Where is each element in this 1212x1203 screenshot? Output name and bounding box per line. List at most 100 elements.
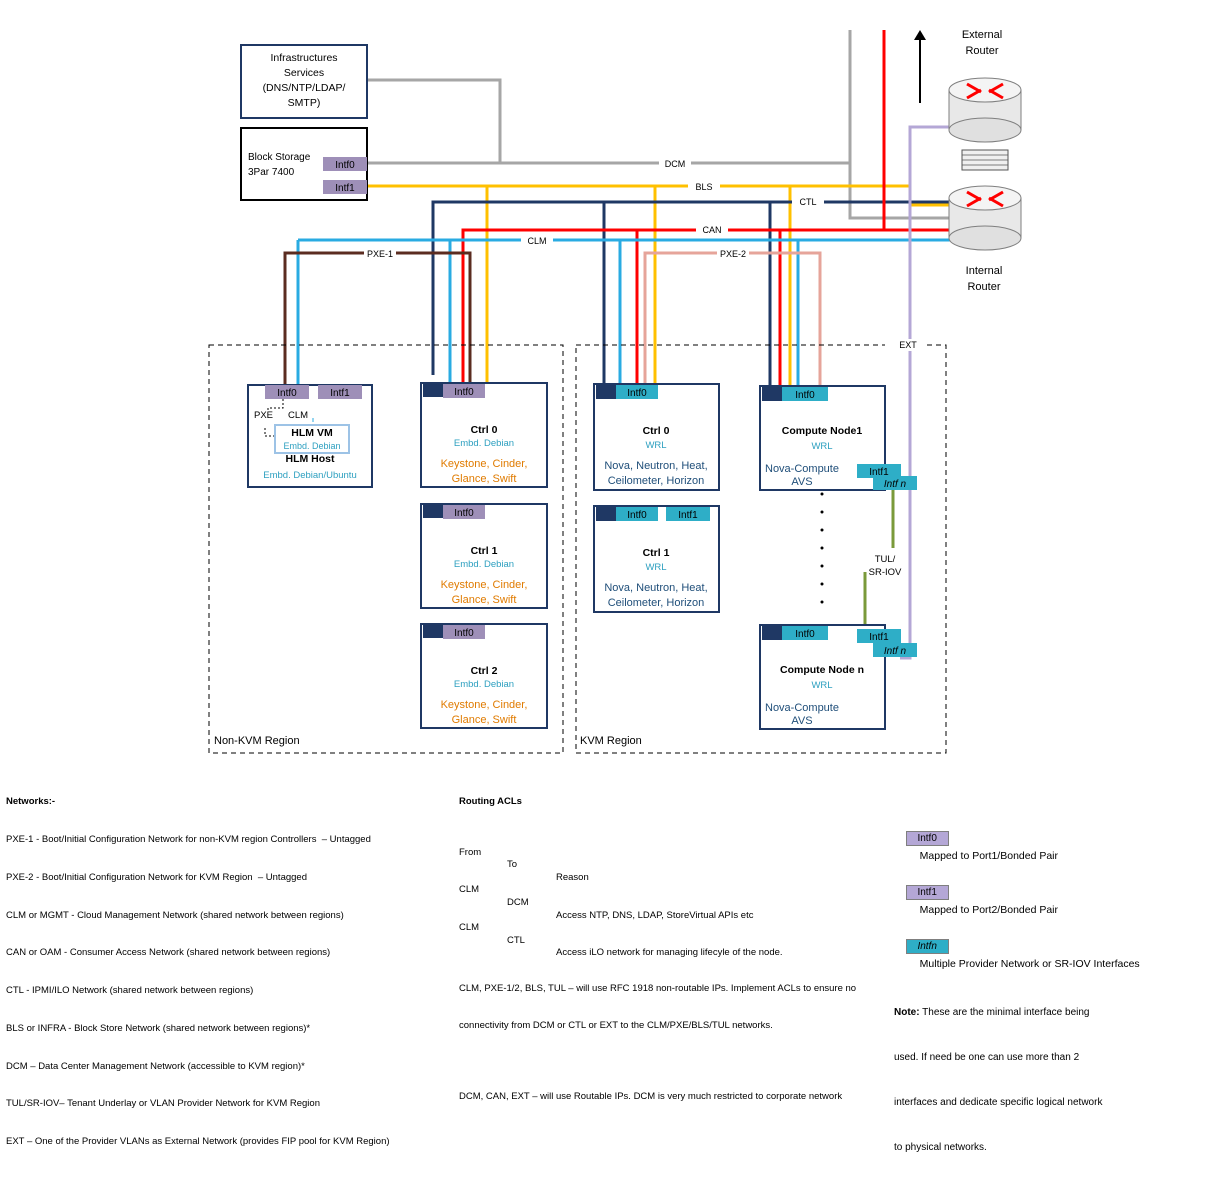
intf-legend-row: Intf1 Mapped to Port2/Bonded Pair (894, 865, 1140, 916)
networks-legend-line: CTL - IPMI/ILO Network (shared network b… (6, 985, 254, 997)
infra-label: SMTP) (288, 97, 321, 109)
network-label-bg (696, 224, 728, 236)
hlm-intf0-label: Intf0 (277, 388, 297, 399)
hlm-pxe-link (267, 399, 284, 412)
dcm-network-line (367, 30, 852, 165)
acl-row: CLM DCM Access NTP, DNS, LDAP, StoreVirt… (459, 872, 856, 920)
controller-os: Embd. Debian (454, 438, 514, 449)
can-network-line (882, 30, 950, 232)
networks-legend-line: BLS or INFRA - Block Store Network (shar… (6, 1022, 311, 1034)
network-label: EXT (899, 340, 917, 350)
hlm-host-os: Embd. Debian/Ubuntu (263, 470, 356, 481)
controller-services: Glance, Swift (452, 594, 517, 606)
controller-os: WRL (645, 440, 666, 451)
external-router-label: External (962, 29, 1002, 41)
intf-legend-row: Intf0 Mapped to Port1/Bonded Pair (894, 811, 1140, 862)
intf-legend-row: Intfn Multiple Provider Network or SR-IO… (894, 919, 1140, 970)
controller-services: Ceilometer, Horizon (608, 475, 705, 487)
nonkvm-controller-intf0 (443, 625, 485, 639)
external-router-icon (948, 77, 1022, 143)
hlm-host-title: HLM Host (286, 453, 335, 465)
dcm-network-line (367, 78, 502, 163)
network-label: BLS (695, 182, 712, 192)
acl-row: CLM CTL Access iLO network for managing … (459, 910, 856, 958)
kvm-controller-intf0 (616, 385, 658, 399)
controller-services: Keystone, Cinder, (441, 579, 528, 591)
ellipsis-dot (820, 510, 824, 514)
hlm-pxe-label: PXE (254, 410, 273, 421)
port-block-icon (762, 387, 782, 401)
internal-router-label: Router (967, 281, 1000, 293)
networks-legend: Networks:- PXE-1 - Boot/Initial Configur… (6, 771, 390, 1161)
port-block-icon (423, 625, 443, 638)
tul-label: TUL/ (875, 554, 896, 565)
ext-gap (885, 341, 923, 349)
acl-note-line: CLM, PXE-1/2, BLS, TUL – will use RFC 19… (459, 982, 857, 994)
hlm-intf0 (265, 385, 309, 399)
networks-legend-line: PXE-2 - Boot/Initial Configuration Netwo… (6, 871, 307, 883)
routing-acl-legend: Routing ACLs From To Reason CLM DCM Acce… (459, 771, 856, 1116)
port-block-icon (423, 384, 443, 397)
pxe2-network-line (643, 251, 822, 390)
compute-services: Nova-Compute (765, 702, 839, 714)
compute-intf1-label: Intf1 (869, 632, 889, 643)
compute-services: AVS (791, 715, 812, 727)
kvm-controller-intf1-label: Intf1 (678, 510, 698, 521)
ellipsis-dot (820, 492, 824, 496)
block-storage-intf0 (323, 157, 367, 171)
acl-note-line: connectivity from DCM or CTL or EXT to t… (459, 1020, 773, 1032)
acl-header-reason: Reason (556, 871, 589, 883)
uplink-arrow-icon (914, 30, 926, 40)
hlm-intf1-label: Intf1 (330, 388, 350, 399)
nonkvm-controller-intf0-label: Intf0 (454, 628, 474, 639)
compute-intf0-label: Intf0 (795, 390, 815, 401)
network-label: PXE-1 (367, 249, 393, 259)
external-router-icon-base (948, 117, 1022, 143)
router-arrow-icon (988, 196, 1004, 208)
compute-intf1-label: Intf1 (869, 467, 889, 478)
kvm-region (575, 344, 947, 754)
infrastructure-services-box (240, 44, 368, 119)
hlm-clm-label: CLM (288, 410, 308, 421)
kvm-controller-intf0-label: Intf0 (627, 510, 647, 521)
network-label-bg (521, 235, 553, 247)
infra-label: (DNS/NTP/LDAP/ (263, 82, 346, 94)
kvm-controller-intf1 (666, 507, 710, 521)
network-label-bg (792, 196, 824, 208)
intf1-swatch: Intf1 (905, 884, 949, 900)
hlm-pxe-link (264, 428, 275, 437)
compute-intfn (873, 476, 917, 490)
infra-label: Services (284, 67, 324, 79)
controller-os: WRL (645, 562, 666, 573)
acl-reason: Access NTP, DNS, LDAP, StoreVirtual APIs… (556, 909, 754, 921)
ctl-network-line (431, 200, 950, 375)
acl-header-from: From (459, 846, 482, 858)
block-storage-intf1-label: Intf1 (335, 183, 355, 194)
networks-legend-title: Networks:- (6, 796, 56, 808)
controller-os: Embd. Debian (454, 679, 514, 690)
nonkvm-controller-box (420, 382, 548, 488)
networks-legend-line: CAN or OAM - Consumer Access Network (sh… (6, 947, 331, 959)
block-storage-intf1 (323, 180, 367, 194)
intf0-legend-text: Mapped to Port1/Bonded Pair (919, 850, 1059, 862)
ellipsis-dot (820, 546, 824, 550)
internal-router-icon-base (948, 225, 1022, 251)
controller-name: Ctrl 1 (471, 545, 498, 557)
kvm-region-label: KVM Region (580, 735, 642, 747)
router-arrow-icon (966, 196, 982, 208)
note-line: to physical networks. (894, 1142, 987, 1153)
tul-label: SR-IOV (869, 567, 902, 578)
compute-intfn-label: Intf n (884, 479, 907, 490)
note-line: interfaces and dedicate specific logical… (894, 1097, 1103, 1108)
acl-from: CLM (459, 922, 480, 934)
network-label: CLM (527, 236, 546, 246)
acl-reason: Access iLO network for managing lifecyle… (556, 947, 783, 959)
can-network-line (461, 228, 884, 390)
network-label-bg (659, 158, 691, 170)
port-block-icon (596, 385, 616, 399)
intfn-legend-text: Multiple Provider Network or SR-IOV Inte… (919, 958, 1140, 970)
network-label-bg (688, 181, 720, 193)
nonkvm-controller-intf0 (443, 384, 485, 398)
nonkvm-controller-box (420, 503, 548, 609)
nonkvm-controller-box (420, 623, 548, 729)
